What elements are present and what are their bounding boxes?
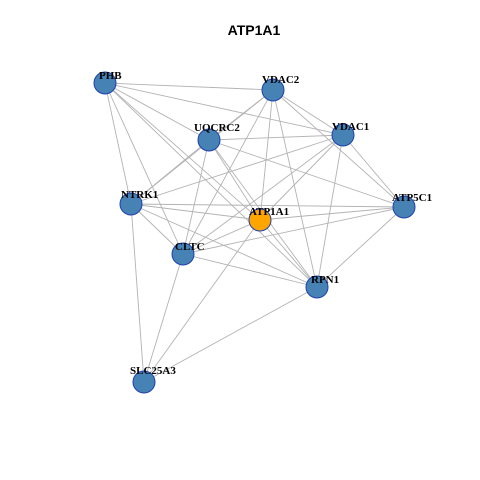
node-slc25a3 — [132, 370, 156, 394]
node-label-ntrk1: NTRK1 — [121, 189, 158, 201]
node-label-cltc: CLTC — [175, 241, 205, 253]
node-vdac2 — [261, 78, 285, 102]
node-layer — [93, 71, 416, 394]
node-ntrk1 — [119, 192, 143, 216]
edge-atp1a1-cltc — [182, 219, 261, 255]
edge-atp1a1-slc25a3 — [143, 219, 261, 383]
node-label-atp1a1: ATP1A1 — [249, 206, 289, 218]
edge-uqcrc2-ntrk1 — [130, 139, 210, 205]
edge-atp5c1-cltc — [182, 206, 405, 255]
edge-vdac1-cltc — [182, 134, 344, 255]
edge-uqcrc2-cltc — [182, 139, 210, 255]
node-label-atp5c1: ATP5C1 — [392, 192, 432, 204]
edge-ntrk1-slc25a3 — [130, 203, 145, 383]
node-label-uqcrc2: UQCRC2 — [194, 122, 240, 134]
edge-ntrk1-cltc — [130, 203, 184, 255]
edge-phb-vdac1 — [104, 82, 344, 136]
edge-cltc-slc25a3 — [143, 253, 184, 383]
node-label-rpn1: RPN1 — [311, 274, 339, 286]
edge-atp1a1-rpn1 — [259, 219, 318, 288]
node-label-slc25a3: SLC25A3 — [130, 365, 176, 377]
node-cltc — [171, 242, 195, 266]
edge-vdac2-atp1a1 — [259, 89, 274, 221]
edge-cltc-rpn1 — [182, 253, 318, 288]
node-label-vdac1: VDAC1 — [332, 121, 369, 133]
node-atp5c1 — [392, 195, 416, 219]
node-uqcrc2 — [197, 128, 221, 152]
edge-phb-atp1a1 — [104, 82, 261, 221]
edge-phb-ntrk1 — [104, 82, 132, 205]
edge-phb-vdac2 — [104, 82, 274, 91]
edge-phb-rpn1 — [104, 82, 318, 288]
node-atp1a1 — [248, 208, 272, 232]
edge-rpn1-slc25a3 — [143, 286, 318, 383]
diagram-title: ATP1A1 — [228, 22, 281, 38]
edge-phb-cltc — [104, 82, 184, 255]
node-vdac1 — [331, 123, 355, 147]
edge-vdac1-atp5c1 — [342, 134, 405, 208]
node-label-phb: PHB — [99, 70, 122, 82]
edge-uqcrc2-atp1a1 — [208, 139, 261, 221]
edge-vdac1-rpn1 — [316, 134, 344, 288]
edge-vdac2-atp5c1 — [272, 89, 405, 208]
edge-uqcrc2-vdac1 — [208, 134, 344, 141]
edge-vdac2-rpn1 — [272, 89, 318, 288]
node-phb — [93, 71, 117, 95]
node-rpn1 — [305, 275, 329, 299]
edge-ntrk1-atp1a1 — [130, 203, 261, 221]
edge-ntrk1-atp5c1 — [130, 203, 405, 208]
edge-uqcrc2-atp5c1 — [208, 139, 405, 208]
edge-atp5c1-rpn1 — [316, 206, 405, 288]
edge-vdac2-vdac1 — [272, 89, 344, 136]
node-label-vdac2: VDAC2 — [262, 74, 300, 86]
edge-vdac1-ntrk1 — [130, 134, 344, 205]
edge-atp1a1-atp5c1 — [259, 206, 405, 221]
edge-phb-uqcrc2 — [104, 82, 210, 141]
